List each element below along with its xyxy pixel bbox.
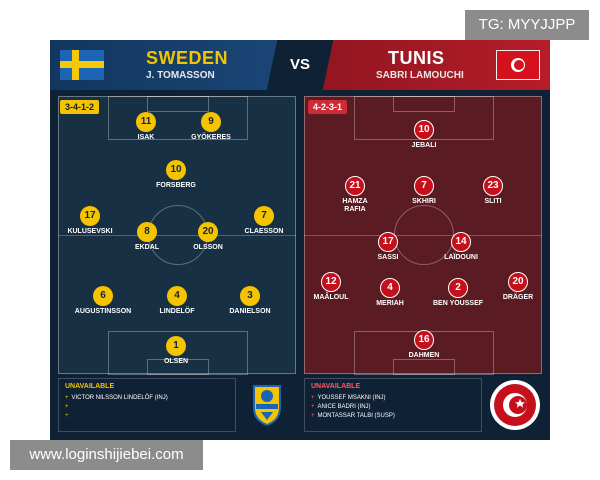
player-number: 4: [380, 278, 400, 298]
home-pitch: [58, 96, 296, 375]
player-name: HAMZA RAFIA: [342, 198, 368, 213]
player-name: EKDAL: [134, 244, 160, 251]
home-formation: 3-4-1-2: [60, 100, 100, 114]
player-number: 17: [80, 206, 100, 226]
unavailable-item: +YOUSSEF MSAKNI (INJ): [311, 395, 386, 401]
unavailable-item: +: [65, 404, 69, 410]
player-number: 9: [201, 112, 221, 132]
away-team-name: TUNIS: [388, 48, 445, 68]
player-number: 11: [136, 112, 156, 132]
unavailable-item: +VICTOR NILSSON LINDELÖF (INJ): [65, 395, 168, 401]
sweden-flag-icon: [60, 50, 104, 80]
player-number: 7: [414, 176, 434, 196]
player-name: ISAK: [137, 134, 155, 141]
player-number: 14: [451, 232, 471, 252]
player-number: 1: [166, 336, 186, 356]
home-coach: J. TOMASSON: [146, 70, 215, 81]
player-name: JEBALI: [411, 142, 437, 149]
player-name: SKHIRI: [412, 198, 436, 205]
home-header: SWEDEN J. TOMASSON: [50, 40, 300, 90]
unavailable-item: +ANICE BADRI (INJ): [311, 404, 371, 410]
player-name: AUGUSTINSSON: [74, 308, 132, 315]
player-number: 7: [254, 206, 274, 226]
match-header: SWEDEN J. TOMASSON TUNIS SABRI LAMOUCHI …: [50, 40, 550, 90]
tunisia-crest-icon: [490, 380, 540, 430]
unavailable-item: +: [65, 413, 69, 419]
player-number: 4: [167, 286, 187, 306]
away-pitch: [304, 96, 542, 375]
player-number: 16: [414, 330, 434, 350]
player-name: LAÏDOUNI: [444, 254, 478, 261]
watermark-bottom: www.loginshijiebei.com: [10, 440, 203, 470]
player-name: DANIELSON: [229, 308, 271, 315]
player-number: 6: [93, 286, 113, 306]
home-unavailable-panel: UNAVAILABLE +VICTOR NILSSON LINDELÖF (IN…: [58, 378, 236, 432]
vs-label: VS: [289, 56, 310, 73]
tunisia-flag-icon: [496, 50, 540, 80]
unavailable-title: UNAVAILABLE: [311, 383, 361, 390]
away-formation: 4-2-3-1: [308, 100, 348, 114]
player-number: 12: [321, 272, 341, 292]
player-number: 23: [483, 176, 503, 196]
player-name: LINDELÖF: [159, 308, 195, 315]
home-team-name: SWEDEN: [146, 48, 229, 68]
player-name: OLSEN: [163, 358, 189, 365]
player-name: FORSBERG: [156, 182, 196, 189]
sweden-crest-icon: [252, 382, 282, 427]
away-unavailable-panel: UNAVAILABLE +YOUSSEF MSAKNI (INJ) +ANICE…: [304, 378, 482, 432]
lineup-card: SWEDEN J. TOMASSON TUNIS SABRI LAMOUCHI …: [50, 40, 550, 440]
player-number: 8: [137, 222, 157, 242]
player-name: CLAESSON: [244, 228, 284, 235]
player-name: MERIAH: [376, 300, 404, 307]
player-number: 21: [345, 176, 365, 196]
player-name: GYÖKERES: [191, 134, 231, 141]
player-name: OLSSON: [193, 244, 223, 251]
away-coach: SABRI LAMOUCHI: [376, 70, 464, 81]
player-name: SLITI: [484, 198, 502, 205]
player-number: 20: [508, 272, 528, 292]
player-number: 20: [198, 222, 218, 242]
player-name: BEN YOUSSEF: [432, 300, 484, 307]
player-number: 10: [414, 120, 434, 140]
watermark-top: TG: MYYJJPP: [465, 10, 589, 40]
unavailable-title: UNAVAILABLE: [65, 383, 115, 390]
player-number: 3: [240, 286, 260, 306]
player-name: SASSI: [377, 254, 399, 261]
player-number: 2: [448, 278, 468, 298]
player-name: KULUSEVSKI: [67, 228, 113, 235]
unavailable-item: +MONTASSAR TALBI (SUSP): [311, 413, 395, 419]
player-number: 17: [378, 232, 398, 252]
player-number: 10: [166, 160, 186, 180]
player-name: DAHMEN: [408, 352, 440, 359]
player-name: DRÄGER: [502, 294, 534, 301]
player-name: MAÂLOUL: [313, 294, 349, 301]
